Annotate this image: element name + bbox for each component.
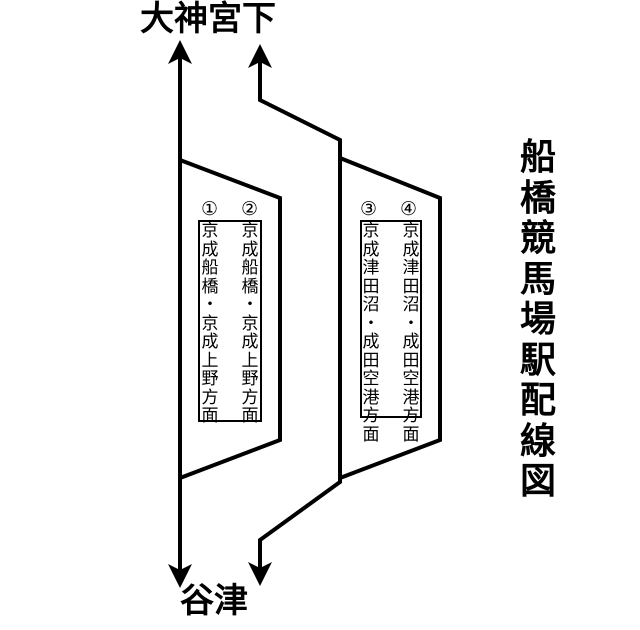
track-number-2: ② — [241, 198, 259, 220]
arrow-up-left-icon — [168, 40, 192, 64]
direction-label-bottom: 谷津 — [180, 581, 248, 621]
track-destination-1: 京成船橋・京成上野方面 — [201, 221, 219, 426]
track-line-1-siding — [179, 158, 282, 480]
arrow-down-left-icon — [168, 564, 192, 588]
track-number-1: ① — [201, 198, 219, 220]
arrow-down-right-icon — [248, 562, 272, 586]
track-number-3: ③ — [360, 198, 378, 220]
track-line-2 — [258, 62, 342, 570]
track-destination-3: 京成津田沼・成田空港方面 — [362, 221, 380, 445]
track-number-4: ④ — [400, 198, 418, 220]
platform-right — [360, 220, 422, 418]
platform-left — [198, 220, 262, 422]
track-destination-2: 京成船橋・京成上野方面 — [241, 221, 259, 426]
track-destination-4: 京成津田沼・成田空港方面 — [402, 221, 420, 445]
diagram-title: 船橋競馬場駅配線図 — [519, 137, 556, 502]
track-line-3-siding — [339, 156, 442, 480]
arrow-up-right-icon — [248, 44, 272, 68]
direction-label-top: 大神宮下 — [140, 0, 276, 39]
